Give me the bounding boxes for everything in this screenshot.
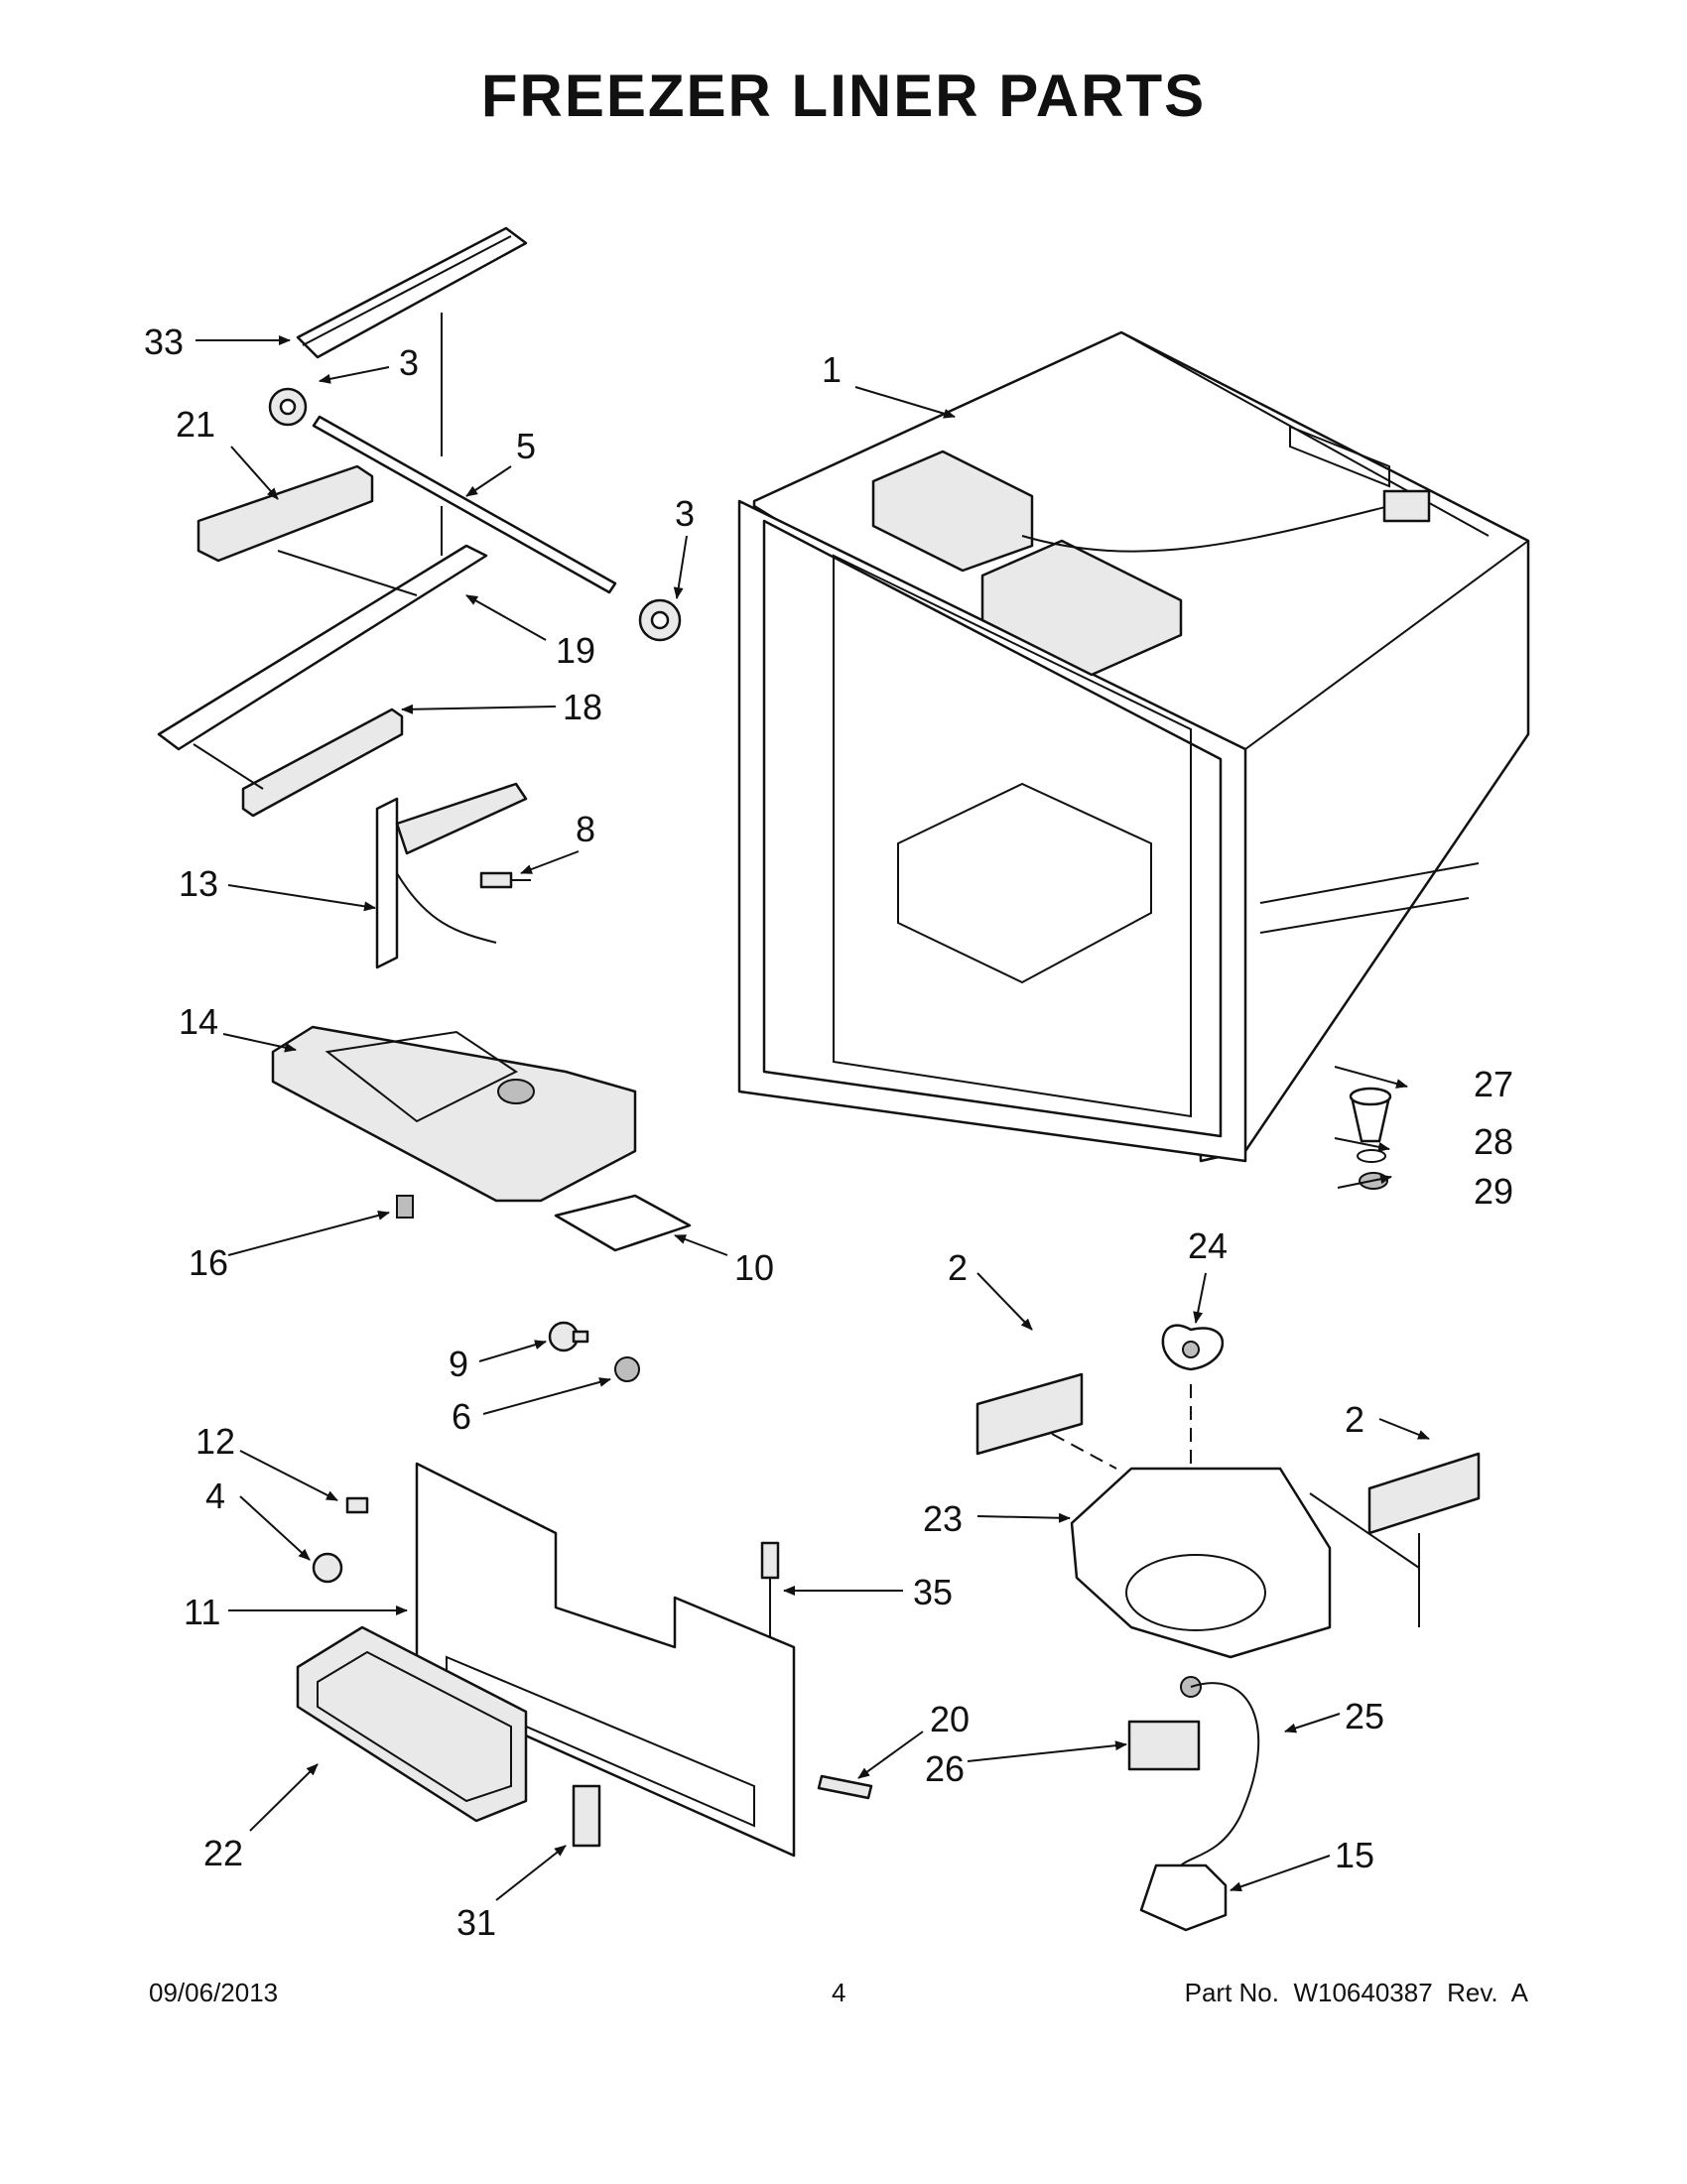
callout-15: 15	[1335, 1835, 1374, 1875]
callout-2-right: 2	[1345, 1399, 1364, 1440]
callout-10: 10	[734, 1247, 774, 1288]
callout-1: 1	[822, 349, 842, 390]
leader-arrows	[195, 335, 1430, 1901]
callout-12: 12	[195, 1421, 235, 1462]
part-21-slide-bracket[interactable]	[196, 464, 374, 563]
part-4-bracket[interactable]	[312, 1552, 343, 1584]
callout-25: 25	[1345, 1696, 1384, 1736]
footer-page-number: 4	[832, 1978, 846, 2007]
part-3-gear-left[interactable]	[268, 387, 308, 427]
callout-18: 18	[563, 687, 602, 727]
callout-labels: 33 3 21 5 1 3 19 18 8 13 14 16 10 9 6 12…	[144, 321, 1513, 1943]
callout-29: 29	[1474, 1171, 1513, 1212]
part-35-thermistor[interactable]	[760, 1541, 780, 1637]
callout-33: 33	[144, 321, 184, 362]
callout-19: 19	[556, 630, 595, 671]
callout-6: 6	[452, 1396, 471, 1437]
part-16-switch[interactable]	[396, 1195, 414, 1219]
callout-8: 8	[576, 809, 595, 849]
callout-16: 16	[189, 1242, 228, 1283]
part-23-fan-shroud[interactable]	[1070, 1467, 1332, 1659]
part-24-fan-blade[interactable]	[1161, 1324, 1225, 1371]
part-10-label[interactable]	[554, 1194, 692, 1252]
part-20-foam-strip[interactable]	[817, 1774, 873, 1800]
part-26-fan-motor[interactable]	[1127, 1676, 1202, 1771]
part-3-gear-right[interactable]	[638, 598, 682, 642]
part-2-insulation-right[interactable]	[1367, 1452, 1481, 1535]
part-9-bulb[interactable]	[548, 1321, 589, 1352]
callout-9: 9	[449, 1344, 468, 1384]
callout-5: 5	[516, 426, 536, 466]
part-13-bracket[interactable]	[375, 782, 528, 969]
footer-date: 09/06/2013	[149, 1978, 279, 2007]
part-14-air-duct-housing[interactable]	[271, 1025, 637, 1203]
callout-14: 14	[179, 1001, 218, 1042]
callout-21: 21	[176, 404, 215, 445]
part-19-drawer-slide[interactable]	[157, 544, 488, 751]
part-5-shaft[interactable]	[312, 415, 617, 594]
part-27-cap[interactable]	[1349, 1087, 1392, 1143]
callout-3-right: 3	[675, 493, 695, 534]
page-title: FREEZER LINER PARTS	[480, 63, 1207, 129]
part-12-screw[interactable]	[345, 1496, 369, 1514]
part-18-slide-rail[interactable]	[193, 707, 404, 818]
callout-27: 27	[1474, 1064, 1513, 1104]
part-28-ring[interactable]	[1357, 1149, 1386, 1163]
part-2-insulation-left[interactable]	[975, 1372, 1084, 1456]
callout-24: 24	[1188, 1225, 1228, 1266]
part-1-freezer-liner[interactable]	[737, 330, 1530, 1163]
callout-28: 28	[1474, 1121, 1513, 1162]
callout-11: 11	[184, 1592, 220, 1632]
callout-26: 26	[925, 1748, 965, 1789]
callout-3-top: 3	[399, 342, 419, 383]
part-8-screw[interactable]	[479, 871, 531, 889]
footer-part-number: Part No. W10640387 Rev. A	[1184, 1978, 1528, 2007]
part-15-motor-bracket[interactable]	[1139, 1863, 1228, 1932]
part-22-grille[interactable]	[296, 1625, 528, 1823]
callout-13: 13	[179, 863, 218, 904]
part-25-wire-harness[interactable]	[1180, 1682, 1260, 1866]
part-33-top-rail[interactable]	[296, 226, 528, 359]
callout-31: 31	[456, 1902, 496, 1943]
callout-2-left: 2	[948, 1247, 968, 1288]
callout-22: 22	[203, 1833, 243, 1873]
part-6-socket[interactable]	[614, 1356, 640, 1382]
callout-4: 4	[205, 1476, 225, 1516]
callout-20: 20	[930, 1699, 970, 1739]
part-31-sensor[interactable]	[572, 1784, 601, 1848]
callout-23: 23	[923, 1498, 963, 1539]
callout-35: 35	[913, 1572, 953, 1612]
